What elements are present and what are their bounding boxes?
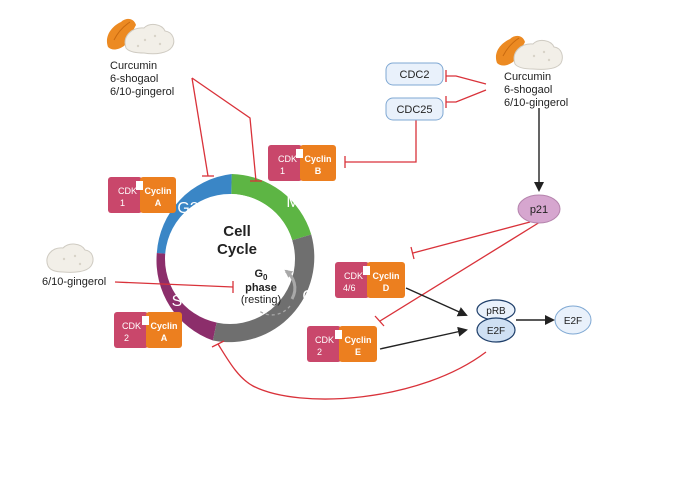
node-prb-e2f-complex: pRB E2F	[476, 299, 516, 343]
node-cdc25: CDC25	[385, 97, 444, 121]
cyclin-label: Cyclin	[144, 186, 171, 196]
g0-entry-arrow	[284, 269, 297, 300]
cyclin-label: Cyclin	[344, 335, 371, 345]
compound-6-10-gingerol: 6/10-gingerol	[504, 97, 568, 109]
arrow-cyclinE-to-e2f	[379, 326, 468, 350]
inhibit-line-topleft-to-m	[191, 77, 257, 182]
phase-label-s: S	[172, 293, 183, 310]
inhibit-bar-s	[211, 340, 225, 348]
cell-cycle-title-line2: Cycle	[217, 241, 257, 258]
cdk-label: CDK	[315, 335, 334, 345]
cdk-number: 1	[280, 166, 285, 176]
g0-symbol: G	[254, 268, 263, 280]
inhibit-line-left-to-g0	[114, 281, 234, 288]
svg-text:G0: G0	[254, 268, 268, 282]
compound-6-10-gingerol: 6/10-gingerol	[110, 86, 174, 98]
cdk-label: CDK	[344, 271, 363, 281]
ginger-curcumin-illustration-top-right	[495, 35, 563, 70]
node-cdc2-label: CDC2	[400, 69, 430, 81]
compound-6-shogaol: 6-shogaol	[504, 84, 552, 96]
ginger-curcumin-illustration-top-left	[106, 18, 175, 55]
phase-label-g1: G1	[302, 288, 323, 305]
activation-arrows	[379, 108, 555, 350]
node-p21: p21	[517, 194, 561, 224]
cdk-number: 4/6	[343, 283, 356, 293]
complex-cdk1-cyclin-b: CDK 1 Cyclin B	[268, 145, 336, 181]
g0-word: phase	[245, 282, 277, 294]
compound-label-top-right: Curcumin 6-shogaol 6/10-gingerol	[504, 71, 568, 109]
compound-label-top-left: Curcumin 6-shogaol 6/10-gingerol	[110, 60, 174, 98]
cyclin-letter: D	[383, 283, 390, 293]
g0-phase: G0 phase (resting)	[241, 268, 281, 306]
arrow-cyclinD-to-prb	[405, 287, 468, 317]
inhibit-line-topleft-to-g2	[191, 77, 209, 177]
node-e2f-free: E2F	[554, 305, 592, 335]
phase-label-m: M	[286, 194, 299, 211]
node-e2f-free-label: E2F	[564, 316, 582, 327]
g0-subscript: 0	[263, 273, 268, 282]
cell-cycle-title-line1: Cell	[223, 223, 251, 240]
complex-cdk1-cyclin-a: CDK 1 Cyclin A	[108, 177, 176, 213]
node-cdc2: CDC2	[385, 62, 444, 86]
node-cdc25-label: CDC25	[396, 104, 432, 116]
cdk-label: CDK	[118, 186, 137, 196]
cdk-number: 2	[317, 347, 322, 357]
complex-cdk2-cyclin-a: CDK 2 Cyclin A	[114, 312, 182, 348]
inhibit-line-cdc25-to-cyclinB	[345, 117, 417, 163]
inhibit-line-p21-to-cyclinE	[379, 221, 541, 322]
node-prb-label: pRB	[486, 306, 506, 317]
cyclin-label: Cyclin	[304, 154, 331, 164]
node-e2f-bound-label: E2F	[487, 326, 505, 337]
compound-curcumin: Curcumin	[504, 71, 551, 83]
cell-cycle-ring	[156, 174, 315, 343]
inhibit-line-e2f-to-s	[217, 343, 487, 400]
inhibit-line-to-cdc25	[446, 89, 487, 103]
g0-exit-dashed	[257, 305, 291, 316]
ginger-illustration-left	[46, 243, 94, 273]
cyclin-letter: A	[155, 198, 162, 208]
phase-arc-g1	[212, 234, 315, 343]
inhibit-line-to-cdc2	[446, 75, 487, 85]
cyclin-letter: A	[161, 333, 168, 343]
cyclin-label: Cyclin	[150, 321, 177, 331]
complex-cdk46-cyclin-d: CDK 4/6 Cyclin D	[335, 262, 405, 298]
cdk-number: 1	[120, 198, 125, 208]
cyclin-label: Cyclin	[372, 271, 399, 281]
inhibition-lines	[114, 70, 541, 400]
inhibit-bar-cyclinE	[374, 315, 385, 327]
compound-curcumin: Curcumin	[110, 60, 157, 72]
node-p21-label: p21	[530, 204, 548, 216]
compound-6-shogaol: 6-shogaol	[110, 73, 158, 85]
inhibit-line-p21-to-cyclinD	[412, 221, 531, 254]
cyclin-letter: B	[315, 166, 322, 176]
cdk-number: 2	[124, 333, 129, 343]
phase-label-g2: G2	[177, 200, 198, 217]
cdk-label: CDK	[122, 321, 141, 331]
g0-note: (resting)	[241, 294, 281, 306]
inhibit-bar-cyclinD	[410, 246, 415, 260]
compound-label-left: 6/10-gingerol	[42, 276, 106, 288]
cyclin-letter: E	[355, 347, 361, 357]
phase-arc-m	[231, 174, 312, 241]
cdk-label: CDK	[278, 154, 297, 164]
complex-cdk2-cyclin-e: CDK 2 Cyclin E	[307, 326, 377, 362]
